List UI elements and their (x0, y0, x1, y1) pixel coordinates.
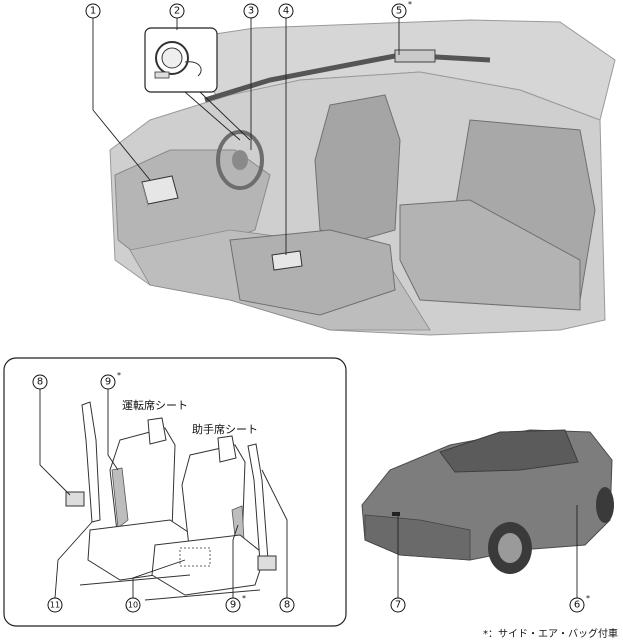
callout-6: 6 * (569, 594, 590, 613)
callout-8-left: 8 (32, 374, 48, 390)
callout-4: 4 (278, 3, 294, 19)
svg-text:1: 1 (90, 6, 96, 17)
svg-text:11: 11 (50, 601, 60, 610)
callout-1: 1 (85, 3, 101, 19)
footnote: *：サイド・エア・バッグ付車 (483, 627, 618, 640)
callout-7: 7 (390, 597, 406, 613)
passenger-seat-label: 助手席シート (192, 422, 258, 436)
svg-text:7: 7 (395, 600, 401, 611)
callout-8-right: 8 (279, 597, 295, 613)
svg-text:*: * (586, 594, 590, 603)
svg-text:*: * (408, 0, 412, 9)
leader-lines (39, 18, 578, 599)
svg-text:8: 8 (284, 600, 290, 611)
vehicle-interior-illustration (109, 19, 616, 336)
clock-spring-inset (144, 27, 251, 141)
callout-2: 2 (169, 3, 185, 19)
callout-3: 3 (243, 3, 259, 19)
callout-10: 10 (125, 597, 141, 613)
callout-9-top: 9 * (100, 371, 121, 390)
svg-text:10: 10 (128, 601, 138, 610)
driver-seat-label: 運転席シート (122, 398, 188, 412)
seat-detail-panel (3, 357, 347, 627)
svg-text:9: 9 (230, 600, 236, 611)
svg-text:6: 6 (574, 600, 580, 611)
svg-text:8: 8 (37, 377, 43, 388)
callout-11: 11 (47, 597, 63, 613)
svg-text:2: 2 (174, 6, 180, 17)
callout-markers: 1 2 3 4 5 * 6 * 7 8 (32, 0, 590, 613)
svg-text:9: 9 (105, 377, 111, 388)
callout-5: 5 * (391, 0, 412, 19)
svg-text:*: * (242, 594, 246, 603)
svg-text:4: 4 (283, 6, 289, 17)
svg-text:*: * (117, 371, 121, 380)
svg-text:5: 5 (396, 6, 402, 17)
vehicle-exterior-illustration (361, 429, 614, 574)
svg-text:3: 3 (248, 6, 254, 17)
callout-9-bottom: 9 * (225, 594, 246, 613)
